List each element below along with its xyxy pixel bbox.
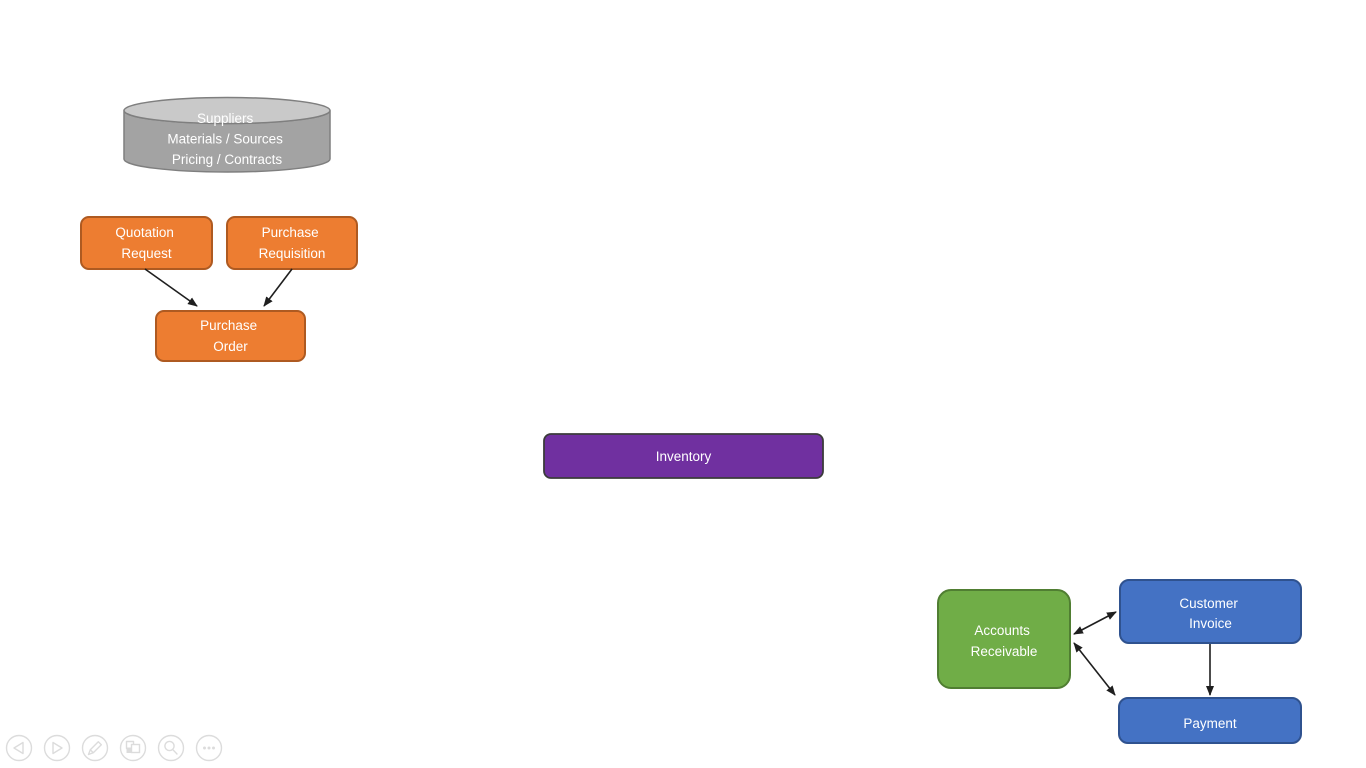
cylinder-line-3: Pricing / Contracts bbox=[172, 152, 283, 167]
ellipsis-icon bbox=[203, 746, 215, 750]
more-options-button[interactable] bbox=[195, 734, 223, 762]
node-payment[interactable]: Payment bbox=[1118, 697, 1302, 744]
next-slide-button[interactable] bbox=[43, 734, 71, 762]
inventory-label: Inventory bbox=[656, 449, 712, 464]
accounts-receivable-label: Accounts Receivable bbox=[971, 623, 1038, 659]
pen-button[interactable] bbox=[81, 734, 109, 762]
slideshow-nav-toolbar bbox=[5, 734, 223, 762]
arrow-receivable-invoice[interactable] bbox=[1073, 611, 1117, 635]
arrow-receivable-payment[interactable] bbox=[1073, 642, 1116, 696]
node-quotation-request[interactable]: Quotation Request bbox=[80, 216, 213, 270]
button-circle bbox=[81, 734, 109, 762]
suppliers-database-cylinder[interactable]: Suppliers Materials / Sources Pricing / … bbox=[123, 96, 331, 173]
purchase-order-box bbox=[155, 310, 306, 362]
see-all-slides-button[interactable] bbox=[119, 734, 147, 762]
cylinder-line-1: Suppliers bbox=[197, 111, 254, 126]
node-customer-invoice[interactable]: Customer Invoice bbox=[1119, 579, 1302, 644]
accounts-receivable-box bbox=[937, 589, 1071, 689]
connectors bbox=[144, 268, 1214, 696]
next-arrow-icon bbox=[52, 741, 63, 755]
cylinder-line-2: Materials / Sources bbox=[167, 132, 283, 147]
button-circle bbox=[157, 734, 185, 762]
node-accounts-receivable[interactable]: Accounts Receivable bbox=[937, 589, 1071, 689]
node-purchase-requisition[interactable]: Purchase Requisition bbox=[226, 216, 358, 270]
quotation-request-label: Quotation Request bbox=[115, 225, 177, 261]
customer-invoice-box bbox=[1119, 579, 1302, 644]
quotation-request-box bbox=[80, 216, 213, 270]
inventory-box bbox=[543, 433, 824, 479]
cylinder-label: Suppliers Materials / Sources Pricing / … bbox=[167, 111, 286, 167]
node-purchase-order[interactable]: Purchase Order bbox=[155, 310, 306, 362]
payment-label: Payment bbox=[1183, 716, 1237, 731]
pen-icon bbox=[87, 741, 102, 756]
customer-invoice-label: Customer Invoice bbox=[1179, 596, 1241, 631]
button-circle bbox=[5, 734, 33, 762]
button-circle bbox=[195, 734, 223, 762]
cylinder-top bbox=[123, 96, 331, 125]
zoom-button[interactable] bbox=[157, 734, 185, 762]
arrow-quotation-to-order[interactable] bbox=[144, 268, 198, 307]
button-circle bbox=[119, 734, 147, 762]
previous-slide-button[interactable] bbox=[5, 734, 33, 762]
purchase-order-label: Purchase Order bbox=[200, 318, 261, 354]
node-inventory[interactable]: Inventory bbox=[543, 433, 824, 479]
magnifier-icon bbox=[164, 740, 178, 755]
button-circle bbox=[43, 734, 71, 762]
purchase-requisition-label: Purchase Requisition bbox=[259, 225, 326, 261]
previous-arrow-icon bbox=[13, 741, 24, 755]
arrow-requisition-to-order[interactable] bbox=[263, 268, 293, 307]
slides-grid-icon bbox=[125, 740, 141, 754]
payment-box bbox=[1118, 697, 1302, 744]
